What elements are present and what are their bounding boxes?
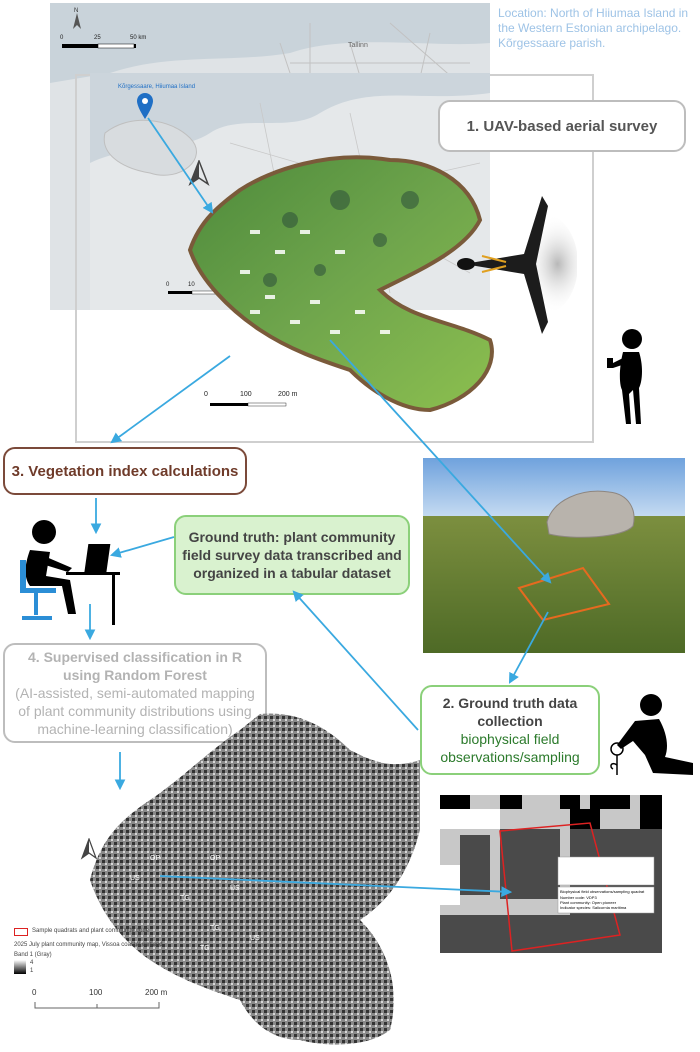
classification-map: US OP TG TG TG US US OP xyxy=(90,713,420,1045)
svg-text:OP: OP xyxy=(150,855,160,862)
base-scale-bar xyxy=(62,43,136,49)
step2-title: 2. Ground truth data collection xyxy=(442,695,578,729)
svg-text:N: N xyxy=(74,8,78,14)
arrow-gt-to-user xyxy=(109,536,175,558)
uav-drone-icon xyxy=(457,196,577,334)
class-scale-200: 200 m xyxy=(145,988,168,997)
base-scale-0: 0 xyxy=(60,35,64,41)
step4-classification: 4. Supervised classification in R using … xyxy=(3,643,267,743)
inset-popup-1: Biophysical field observations/sampling … xyxy=(560,889,645,894)
legend-max: 4 xyxy=(30,960,34,966)
map-north-arrow-icon xyxy=(80,838,98,860)
field-photo-graphic xyxy=(423,458,685,653)
ortho-scale-200: 200 m xyxy=(278,391,298,398)
svg-text:TG: TG xyxy=(180,895,190,902)
ground-truth-box: Ground truth: plant community field surv… xyxy=(174,515,410,595)
svg-text:US: US xyxy=(130,875,140,882)
pin-label: Kõrgessaare, Hiiumaa Island xyxy=(118,84,196,90)
computer-user-icon xyxy=(20,520,120,625)
classification-inset: Biophysical field observations/sampling … xyxy=(440,795,662,953)
inset-north-arrow-icon xyxy=(188,160,210,186)
svg-text:US: US xyxy=(250,935,260,942)
class-scale-0: 0 xyxy=(32,988,37,997)
base-scale-50: 50 km xyxy=(130,35,147,41)
svg-text:TG: TG xyxy=(210,925,220,932)
ortho-scale-bar xyxy=(210,402,287,407)
legend-quadrat-label: Sample quadrats and plant community code xyxy=(32,928,150,934)
legend-quadrat-swatch xyxy=(14,928,28,936)
class-scale-bar xyxy=(34,1002,160,1009)
location-note: Location: North of Hiiumaa Island in the… xyxy=(498,6,689,50)
step4-title: 4. Supervised classification in R using … xyxy=(28,649,242,683)
legend-title: 2025 July plant community map, Vissoa co… xyxy=(14,942,163,948)
base-scale-25: 25 xyxy=(94,35,101,41)
inset-popup-3: Plant community: Open pioneer xyxy=(560,900,617,905)
step2-ground-truth-collection: 2. Ground truth data collection biophysi… xyxy=(420,685,600,775)
svg-text:TG: TG xyxy=(200,945,210,952)
pilot-person-icon xyxy=(607,329,642,424)
inset-popup-2: Number code: VDP3 xyxy=(560,895,597,900)
step2-body: biophysical field observations/sampling xyxy=(440,731,580,765)
legend-min: 1 xyxy=(30,968,34,974)
kneeling-sampler-icon xyxy=(610,694,693,775)
step1-uav-survey: 1. UAV-based aerial survey xyxy=(438,100,686,152)
inset-popup-4: Indicator species: Salicornia maritima xyxy=(560,905,627,910)
inset-scale-0: 0 xyxy=(166,282,170,288)
north-arrow-icon: N xyxy=(73,8,81,29)
step4-body: (AI-assisted, semi-automated mapping of … xyxy=(15,685,255,737)
legend-gray-ramp xyxy=(14,960,26,974)
location-pin-icon xyxy=(137,93,153,119)
svg-text:OP: OP xyxy=(210,855,220,862)
step3-vegetation-index: 3. Vegetation index calculations xyxy=(3,447,247,495)
class-scale-100: 100 xyxy=(89,988,103,997)
inset-scale-10: 10 xyxy=(188,282,195,288)
classification-inset-graphic xyxy=(440,795,662,953)
ortho-scale-100: 100 xyxy=(240,391,252,398)
svg-text:US: US xyxy=(230,885,240,892)
tallinn-label: Tallinn xyxy=(348,42,368,49)
ortho-scale-0: 0 xyxy=(204,391,208,398)
legend-band: Band 1 (Gray) xyxy=(14,952,52,958)
field-photo xyxy=(423,458,685,653)
